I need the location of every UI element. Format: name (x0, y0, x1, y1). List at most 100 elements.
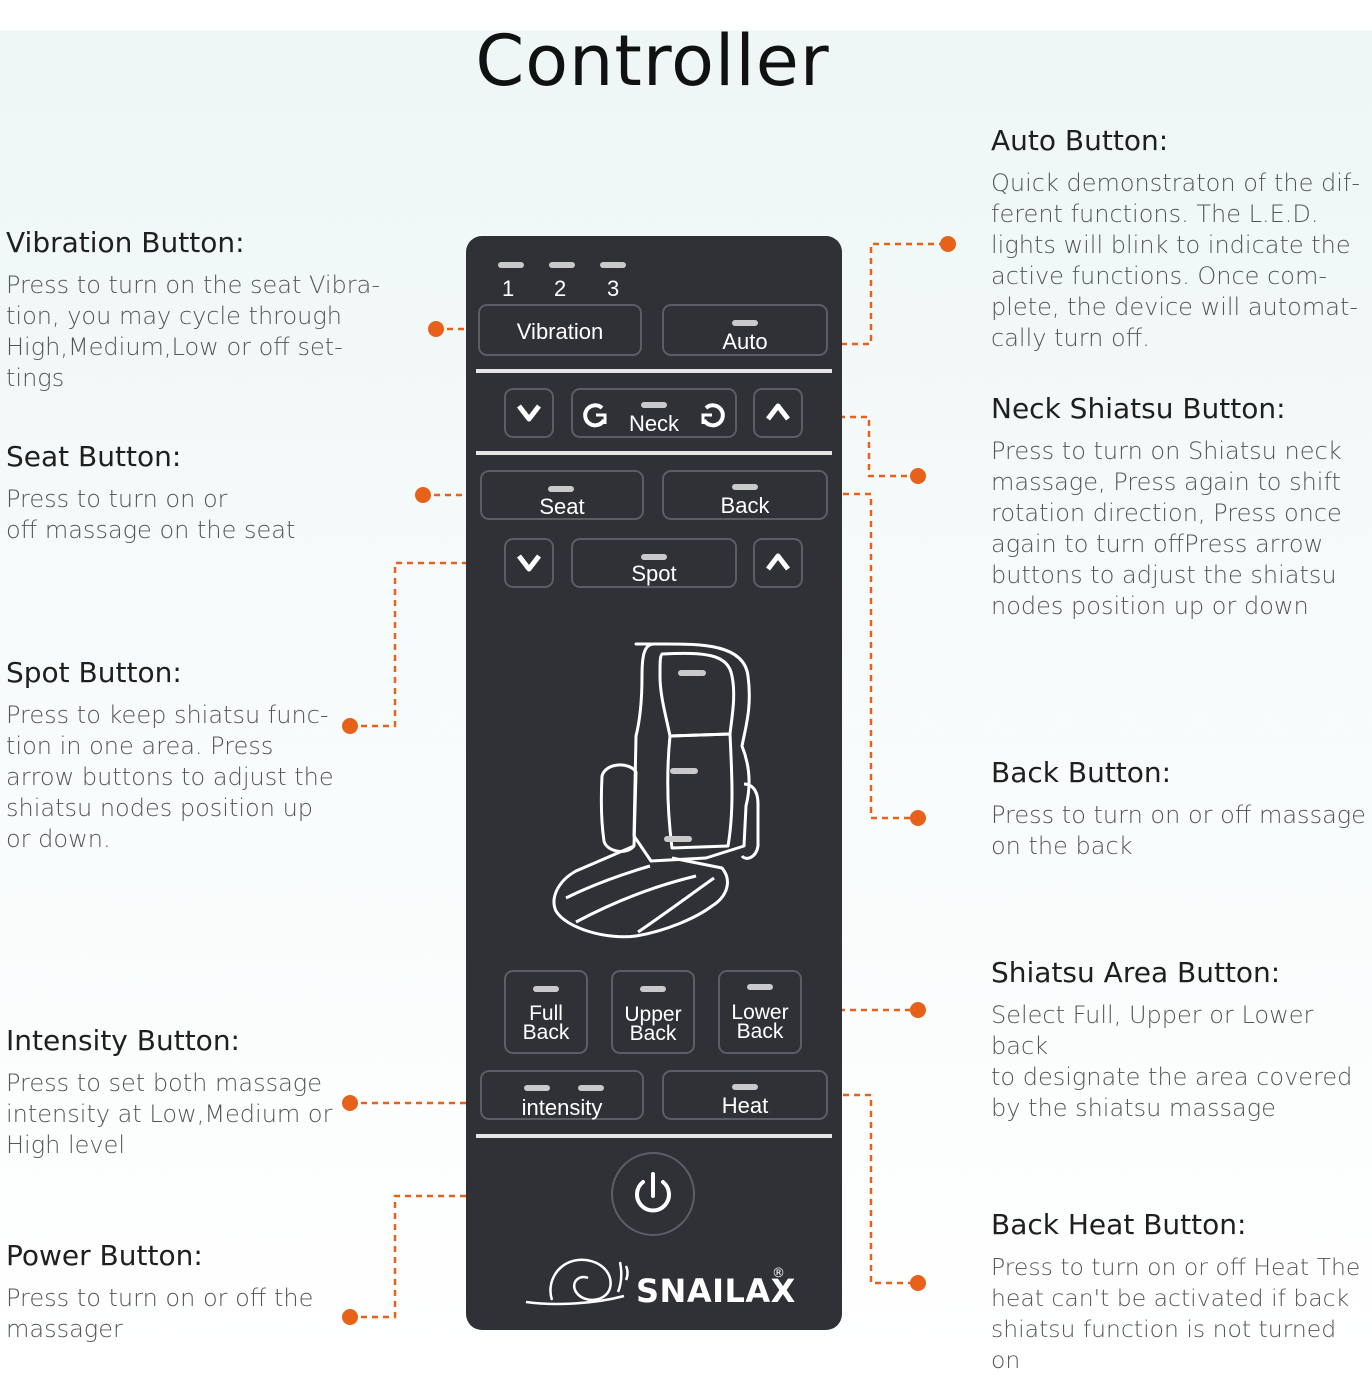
note-body: Press to set both massage intensity at L… (6, 1069, 333, 1159)
seat-illustration (552, 642, 760, 939)
note-body: Press to turn on or off Heat The heat ca… (991, 1253, 1361, 1374)
callout-dot-back-heat (910, 1275, 926, 1291)
back-label: Back (720, 493, 770, 518)
note-neck: Neck Shiatsu Button: Press to turn on Sh… (991, 392, 1369, 622)
chevron-down-icon (517, 404, 541, 422)
spot-button[interactable]: Spot (571, 538, 737, 588)
neck-led (641, 402, 667, 408)
note-heading: Back Button: (991, 756, 1172, 789)
full-back-label-line1: Full (529, 1002, 563, 1025)
note-vibration: Vibration Button: Press to turn on the s… (6, 226, 386, 394)
callout-dot-power (342, 1309, 358, 1325)
registered-mark: ® (772, 1266, 785, 1281)
back-led (732, 484, 758, 490)
note-body: Press to turn on or off massage on the b… (991, 801, 1366, 860)
lower-back-button[interactable]: Lower Back (718, 970, 802, 1054)
level-led-2 (549, 262, 575, 268)
level-label-3: 3 (607, 276, 620, 301)
brand-name: SNAILAX (636, 1272, 796, 1310)
divider (476, 451, 832, 455)
heat-button[interactable]: Heat (662, 1070, 828, 1120)
callout-dot-seat (415, 487, 431, 503)
auto-label: Auto (722, 329, 768, 354)
note-body: Press to turn on or off massage on the s… (6, 485, 296, 544)
seat-label: Seat (539, 494, 585, 519)
spot-label: Spot (631, 561, 677, 586)
rotate-left-icon (583, 403, 607, 428)
note-shiatsu-area: Shiatsu Area Button: Select Full, Upper … (991, 956, 1369, 1124)
note-intensity: Intensity Button: Press to set both mass… (6, 1024, 346, 1161)
full-back-button[interactable]: Full Back (504, 970, 588, 1054)
seat-button[interactable]: Seat (480, 470, 644, 520)
callout-dot-spot (342, 718, 358, 734)
spot-up-button[interactable] (753, 538, 803, 588)
note-heading: Neck Shiatsu Button: (991, 392, 1286, 425)
level-led-3 (600, 262, 626, 268)
intensity-led-1 (524, 1085, 550, 1091)
note-heading: Intensity Button: (6, 1024, 240, 1057)
divider (476, 1134, 832, 1138)
auto-button[interactable]: Auto (662, 304, 828, 356)
note-auto: Auto Button: Quick demonstraton of the d… (991, 124, 1369, 354)
note-heading: Shiatsu Area Button: (991, 956, 1281, 989)
snail-logo-icon (525, 1258, 629, 1306)
level-label-2: 2 (554, 276, 567, 301)
level-led-1 (498, 262, 524, 268)
full-back-led (533, 986, 559, 992)
neck-button[interactable]: Neck (571, 388, 737, 438)
upper-back-label-line2: Back (629, 1022, 677, 1045)
callout-dot-auto (940, 236, 956, 252)
lower-back-label-line1: Lower (731, 1001, 789, 1024)
callout-dot-back (910, 810, 926, 826)
note-seat: Seat Button: Press to turn on or off mas… (6, 440, 386, 546)
level-label-1: 1 (502, 276, 515, 301)
upper-back-label-line1: Upper (624, 1003, 682, 1026)
rotate-right-icon (701, 403, 725, 428)
note-heading: Vibration Button: (6, 226, 245, 259)
auto-led (732, 320, 758, 326)
note-power: Power Button: Press to turn on or off th… (6, 1239, 346, 1345)
callout-dot-intensity (342, 1095, 358, 1111)
intensity-led-2 (578, 1085, 604, 1091)
note-body: Press to turn on the seat Vibra- tion, y… (6, 271, 381, 392)
note-heading: Seat Button: (6, 440, 182, 473)
seat-led (548, 486, 574, 492)
note-body: Select Full, Upper or Lower back to desi… (991, 1001, 1353, 1122)
power-icon (635, 1172, 671, 1213)
note-heading: Auto Button: (991, 124, 1169, 157)
divider (476, 369, 832, 373)
neck-down-button[interactable] (504, 388, 554, 438)
full-back-label-line2: Back (522, 1021, 570, 1044)
note-spot: Spot Button: Press to keep shiatsu func-… (6, 656, 346, 855)
callout-dot-neck (910, 468, 926, 484)
power-button[interactable] (611, 1152, 695, 1236)
intensity-label: intensity (521, 1095, 603, 1120)
chevron-down-icon (517, 554, 541, 572)
intensity-button[interactable]: intensity (480, 1070, 644, 1120)
vibration-button[interactable]: Vibration (478, 304, 642, 356)
note-body: Quick demonstraton of the dif- ferent fu… (991, 169, 1360, 352)
note-heading: Power Button: (6, 1239, 203, 1272)
heat-led (732, 1084, 758, 1090)
neck-up-button[interactable] (753, 388, 803, 438)
note-back-heat: Back Heat Button: Press to turn on or of… (991, 1208, 1372, 1376)
spot-led (641, 554, 667, 560)
upper-back-led (640, 986, 666, 992)
remote-controller: 1 2 3 Vibration Auto Neck Seat (466, 236, 842, 1330)
note-body: Press to turn on or off the massager (6, 1284, 314, 1343)
upper-back-button[interactable]: Upper Back (611, 970, 695, 1054)
callout-dot-shiatsu-area (910, 1002, 926, 1018)
chevron-up-icon (766, 403, 790, 421)
chevron-up-icon (766, 553, 790, 571)
callout-dot-vibration (428, 321, 444, 337)
page-title: Controller (475, 20, 830, 102)
note-heading: Spot Button: (6, 656, 182, 689)
note-back: Back Button: Press to turn on or off mas… (991, 756, 1369, 862)
note-body: Press to turn on Shiatsu neck massage, P… (991, 437, 1342, 620)
back-button[interactable]: Back (662, 470, 828, 520)
neck-label: Neck (628, 411, 680, 436)
spot-down-button[interactable] (504, 538, 554, 588)
heat-label: Heat (721, 1093, 769, 1118)
note-heading: Back Heat Button: (991, 1208, 1247, 1241)
vibration-label: Vibration (516, 319, 604, 344)
